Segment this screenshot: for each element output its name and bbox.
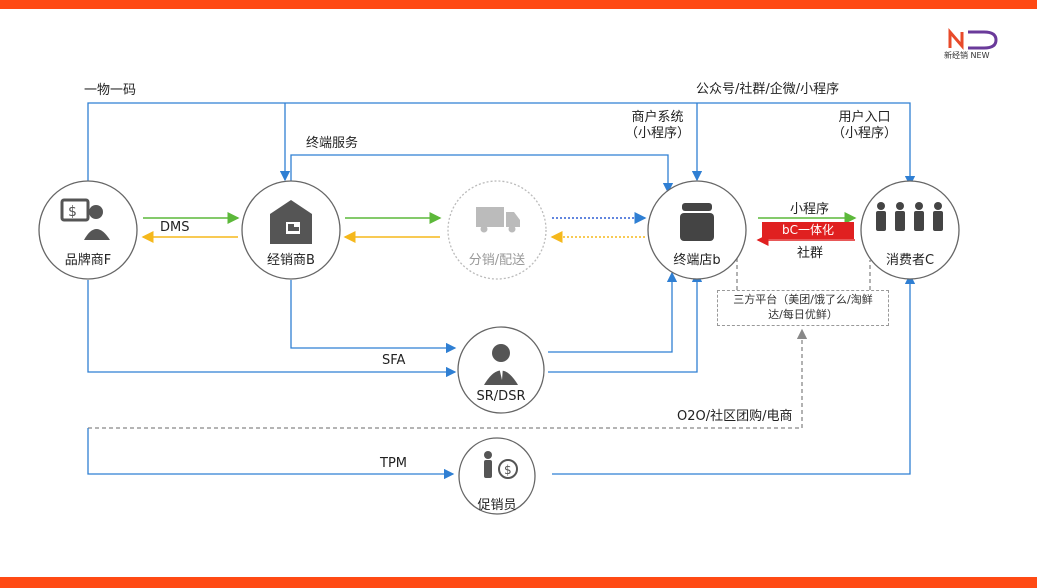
node-label-brand: 品牌商F (64, 253, 112, 268)
label-one-code: 一物一码 (84, 83, 137, 98)
brand-logo-icon (948, 27, 998, 51)
node-sr (457, 326, 545, 414)
node-label-consumer: 消费者C (885, 253, 935, 268)
node-label-sr: SR/DSR (476, 389, 526, 404)
sfa-lines (87, 271, 703, 378)
node-label-distribution: 分销/配送 (468, 253, 526, 268)
label-official-accounts: 公众号/社群/企微/小程序 (696, 82, 840, 97)
delivery-truck-icon (476, 207, 520, 233)
label-mini-program: 小程序 (790, 202, 830, 217)
bottom-brand-bar (0, 577, 1037, 588)
logo-text: 新经销 NEW (944, 51, 990, 60)
label-third-party: 三方平台（美团/饿了么/淘鲜 达/每日优鲜） (733, 293, 873, 321)
label-terminal-service: 终端服务 (306, 136, 359, 151)
promoter-coin-icon: $ (484, 451, 518, 479)
node-terminal (647, 180, 747, 280)
warehouse-truck-icon (270, 200, 312, 244)
svg-text:$: $ (68, 204, 77, 220)
label-o2o: O2O/社区团购/电商 (677, 409, 793, 424)
storefront-icon (680, 203, 714, 241)
node-distribution (447, 180, 547, 280)
label-merchant-system: 商户系统 （小程序） (625, 110, 691, 142)
third-party-platform-box: 三方平台（美团/饿了么/淘鲜 达/每日优鲜） (717, 290, 889, 326)
people-group-icon (876, 202, 943, 231)
node-label-distributor: 经销商B (267, 253, 315, 268)
node-label-promoter: 促销员 (477, 498, 517, 513)
svg-text:$: $ (504, 463, 512, 477)
node-brand: $ (38, 180, 138, 280)
node-consumer (860, 180, 960, 280)
label-user-entry: 用户入口 （小程序） (832, 110, 898, 142)
presenter-dollar-icon: $ (60, 198, 110, 240)
o2o-dashed-lines (88, 258, 871, 429)
node-distributor (241, 180, 341, 280)
label-tpm: TPM (380, 456, 407, 471)
node-promoter: $ (458, 437, 536, 515)
node-label-terminal: 终端店b (673, 253, 721, 268)
label-sfa: SFA (382, 353, 406, 368)
salesman-icon (484, 344, 518, 385)
top-frame-lines (87, 102, 916, 194)
label-dms: DMS (160, 220, 190, 235)
label-community: 社群 (797, 246, 824, 261)
tpm-lines (87, 273, 916, 480)
bc-integration-badge: bC一体化 (762, 222, 854, 239)
top-brand-bar (0, 0, 1037, 9)
